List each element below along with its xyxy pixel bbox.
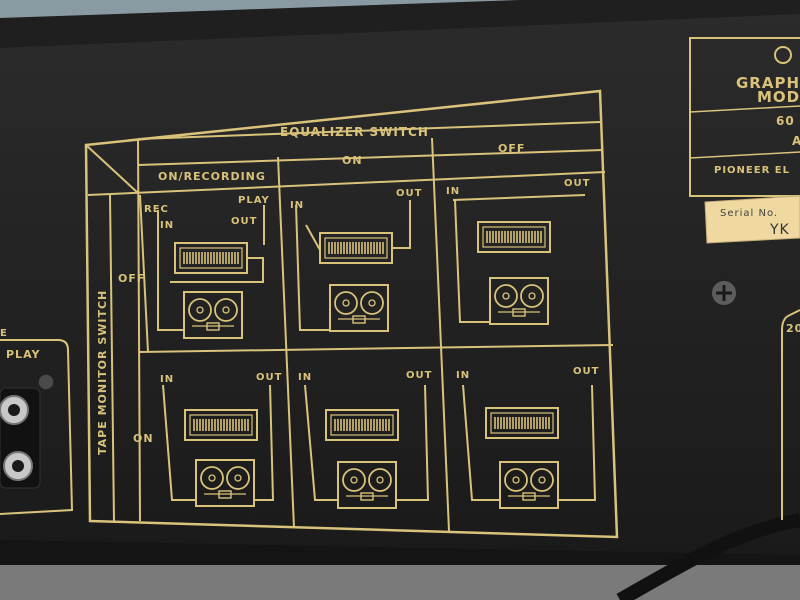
badge-line-1: GRAPH xyxy=(736,74,800,92)
out-label-3: OUT xyxy=(564,178,590,189)
out-label-6: OUT xyxy=(573,366,599,377)
col-on-label: ON xyxy=(342,154,363,167)
tape-monitor-switch-label: TAPE MONITOR SWITCH xyxy=(96,290,109,455)
out-label-4: OUT xyxy=(256,372,282,383)
in-label-2: IN xyxy=(290,200,304,211)
pioneer-logo-icon xyxy=(774,46,792,64)
col-off-label: OFF xyxy=(498,142,525,155)
row-on-label: ON xyxy=(133,432,154,445)
badge-line-4: A xyxy=(792,134,800,148)
in-label-4: IN xyxy=(160,374,174,385)
model-badge: GRAPH MOD 60 A PIONEER EL xyxy=(689,37,800,197)
badge-line-2: MOD xyxy=(757,88,800,106)
left-edge-label: E xyxy=(0,328,8,339)
play-label-1: PLAY xyxy=(238,195,270,206)
out-label-2: OUT xyxy=(396,188,422,199)
screw xyxy=(710,279,738,307)
serial-sticker: Serial No. YK xyxy=(704,195,800,244)
serial-value: YK xyxy=(769,222,790,238)
badge-line-3: 60 xyxy=(776,114,795,128)
right-edge-label: 20 xyxy=(786,322,800,335)
row-off-label: OFF xyxy=(118,272,145,285)
screw-icon xyxy=(37,373,55,391)
left-play-label: PLAY xyxy=(6,348,41,361)
equalizer-switch-label: EQUALIZER SWITCH xyxy=(280,125,429,139)
badge-maker: PIONEER EL xyxy=(714,165,790,176)
in-label-6: IN xyxy=(456,370,470,381)
in-label-1: IN xyxy=(160,220,174,231)
diagram-group: EQUALIZER SWITCH ON/RECORDING ON OFF OFF… xyxy=(84,89,619,539)
out-label-5: OUT xyxy=(406,370,432,381)
left-jack-panel: E PLAY xyxy=(0,328,74,515)
col-on-recording-label: ON/RECORDING xyxy=(158,170,266,183)
rec-label: REC xyxy=(144,204,169,215)
serial-label: Serial No. xyxy=(720,208,778,219)
out-label-1: OUT xyxy=(231,216,257,227)
in-label-5: IN xyxy=(298,372,312,383)
in-label-3: IN xyxy=(446,186,460,197)
